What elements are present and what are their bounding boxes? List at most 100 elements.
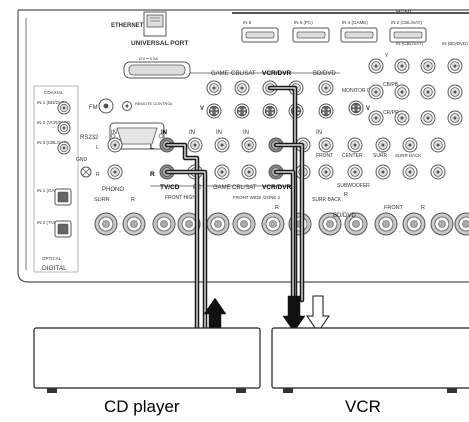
ethernet-label: ETHERNET [111,23,144,29]
audio-jack-l-7 [319,138,333,152]
label-bddvd2: BD/DVD [333,213,356,219]
audio-r-label: R [150,171,155,178]
label-zone2-r: R [344,192,348,198]
coaxial-jack-1 [58,102,70,114]
component-pb-label: CB/PB [383,82,399,88]
composite-label-vcrdvr: VCR/DVR [262,70,292,77]
audio-in-label-4: IN [243,130,249,136]
hdmi-input-label-4: IN 2 (CBL/SAT) [391,20,422,25]
component-jack-4 [395,59,409,73]
composite-jack-5 [319,81,333,95]
label-front-wide: FRONT WIDE /ZONE 2 [233,195,281,200]
optical-jack-1 [55,189,71,205]
component-jack-8 [421,85,435,99]
coaxial-jack-3 [58,142,70,154]
hdmi-input-label-2: IN 5 (PC) [294,20,313,25]
label-subwoofer: SUBWOOFER [337,183,370,189]
digital-section [34,86,78,272]
component-in2-label: IN (BD/DVD) [442,41,468,46]
phono-in-label: IN [111,130,117,136]
svideo-jack-5 [319,104,333,118]
label-surr-back: SURR BACK [395,153,421,158]
audio-jack-l-3 [215,138,229,152]
vcr-cable-audio-r [276,172,293,300]
hdmi-bar [232,12,469,14]
audio-in-label-1: IN [161,130,167,136]
audio-jack-r-3 [215,165,229,179]
composite-jack-2 [235,81,249,95]
audio-jack-r-11 [431,165,445,179]
hdmi-port-1 [242,28,278,42]
v-label-right: V [366,106,370,112]
audio-jack-l-2 [188,138,202,152]
label-r-spk1: R [131,197,135,203]
audio-jack-l-11 [431,138,445,152]
phono-label: PHONO [102,187,124,193]
svideo-jack-3 [263,104,277,118]
coaxial-jack-2 [58,122,70,134]
hdmi-port-4 [390,28,426,42]
component-jack-12 [448,111,462,125]
audio-l-label: L [150,144,154,151]
composite-label-game: GAME [211,71,229,77]
label-front: FRONT [316,153,333,159]
component-y-label: Y [385,53,389,59]
signal-arrow-vcr-in [307,296,329,332]
coaxial-label: COAXIAL [44,90,64,95]
label-game2: GAME [213,185,231,191]
audio-jack-r-8 [348,165,362,179]
label-surr: SURR [373,153,388,159]
audio-jack-l-9 [376,138,390,152]
ethernet-port [144,12,166,36]
component-jack-7 [421,59,435,73]
audio-in-label-2: IN [189,130,195,136]
svideo-jack-2 [235,104,249,118]
hdmi-port-2 [293,28,329,42]
cables [167,88,302,330]
label-surr-spk: SURR [94,197,110,203]
optical-inputs: IN 1 (GAME)IN 2 (TV/CD) [37,188,71,237]
component-jack-5 [395,85,409,99]
component-in-label: IN (CBL/SAT) [396,41,424,46]
phono-l-label: L [96,145,99,151]
composite-label-bddvd: BD/DVD [313,71,336,77]
label-tvcd: TV/CD [160,184,180,191]
speaker-terminal-3 [153,213,175,235]
speaker-terminal-2 [123,213,145,235]
cd-player-label: CD player [104,397,180,417]
speaker-terminal-13 [431,213,453,235]
label-vcrdvr2: VCR/DVR [262,184,292,191]
audio-jack-r-4 [242,165,256,179]
vcr-device [272,328,469,393]
svideo-jack-6 [349,101,363,115]
phono-jack-r [108,165,122,179]
v-label-left: V [200,106,204,112]
remote-control-jack [123,102,132,111]
coaxial-inputs: IN 1 (BD/DVD)IN 2 (VCR/DVR)IN 3 (CBL/SAT… [37,100,70,154]
audio-jack-l-10 [403,138,417,152]
hdmi-input-label-1: IN 6 [243,20,252,25]
component-jack-6 [395,111,409,125]
speaker-terminal-11 [375,213,397,235]
label-r-spk3: R [421,205,425,211]
label-center: CENTER [342,153,363,159]
universal-port-spec: 12V ━ 0.5A [138,56,158,61]
phono-r-label: R [96,172,100,178]
component-jack-11 [448,85,462,99]
audio-jack-r-7 [319,165,333,179]
phono-jack-l [108,138,122,152]
component-jack-2 [369,85,383,99]
composite-label-cblsat: CBL/SAT [231,71,256,77]
vcr-label: VCR [345,397,381,417]
component-jack-9 [421,111,435,125]
remote-control-label: REMOTE CONTROL [135,101,174,106]
speaker-terminal-12 [403,213,425,235]
label-front-high: FRONT HIGH [165,195,196,201]
label-r-spk2: R [275,205,279,211]
audio-in-label-5: IN [316,130,322,136]
label-surr-back-spk: SURR BACK [312,197,342,203]
component-jack-10 [448,59,462,73]
